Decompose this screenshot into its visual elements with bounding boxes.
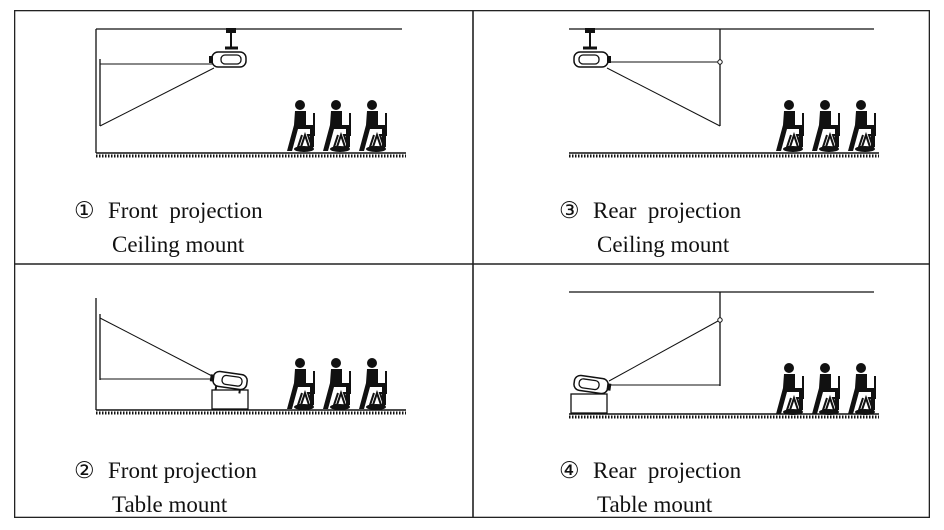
- seated-person-icon: [323, 358, 351, 410]
- caption-line1: Rear projection: [593, 198, 742, 223]
- caption-line2: Ceiling mount: [112, 232, 245, 257]
- option-number: ①: [74, 198, 95, 223]
- rear-table-diagram: [569, 291, 879, 419]
- seated-person-icon: [812, 100, 840, 152]
- front-table-diagram: [95, 298, 406, 415]
- seated-person-icon: [287, 100, 315, 152]
- audience: [287, 358, 387, 410]
- caption-line1: Front projection: [108, 198, 263, 223]
- mounting-options-grid: [14, 10, 930, 518]
- panel-front-table: ② Front projection Table mount: [14, 264, 473, 518]
- caption-line2: Table mount: [597, 492, 713, 517]
- option-number: ④: [559, 458, 580, 483]
- caption-line1: Front projection: [108, 458, 257, 483]
- seated-person-icon: [287, 358, 315, 410]
- audience: [776, 100, 876, 152]
- panel-rear-ceiling: ③ Rear projection Ceiling mount: [473, 10, 930, 264]
- front-ceiling-diagram: [95, 28, 406, 158]
- caption-rear-table: ④ Rear projection Table mount: [559, 454, 741, 522]
- seated-person-icon: [848, 100, 876, 152]
- table-icon: [211, 389, 249, 410]
- seated-person-icon: [359, 100, 387, 152]
- panel-rear-table: ④ Rear projection Table mount: [473, 264, 930, 518]
- caption-rear-ceiling: ③ Rear projection Ceiling mount: [559, 194, 741, 262]
- audience: [776, 363, 876, 415]
- floor: [96, 152, 406, 158]
- caption-front-ceiling: ① Front projection Ceiling mount: [74, 194, 263, 262]
- ceiling-bracket: [225, 28, 238, 50]
- projector-icon: [209, 370, 248, 394]
- floor: [96, 409, 406, 415]
- caption-front-table: ② Front projection Table mount: [74, 454, 257, 522]
- caption-line2: Ceiling mount: [597, 232, 730, 257]
- seated-person-icon: [323, 100, 351, 152]
- seated-person-icon: [776, 363, 804, 415]
- projector-icon: [573, 51, 611, 68]
- rear-ceiling-diagram: [569, 28, 879, 158]
- seated-person-icon: [848, 363, 876, 415]
- option-number: ②: [74, 458, 95, 483]
- seated-person-icon: [359, 358, 387, 410]
- caption-line2: Table mount: [112, 492, 228, 517]
- option-number: ③: [559, 198, 580, 223]
- audience: [287, 100, 387, 152]
- ceiling-bracket: [583, 28, 597, 50]
- caption-line1: Rear projection: [593, 458, 742, 483]
- projector-icon: [573, 374, 612, 395]
- seated-person-icon: [776, 100, 804, 152]
- floor: [569, 152, 879, 158]
- table-icon: [570, 393, 608, 414]
- panel-front-ceiling: ① Front projection Ceiling mount: [14, 10, 473, 264]
- floor: [569, 413, 879, 419]
- seated-person-icon: [812, 363, 840, 415]
- projector-icon: [209, 51, 247, 68]
